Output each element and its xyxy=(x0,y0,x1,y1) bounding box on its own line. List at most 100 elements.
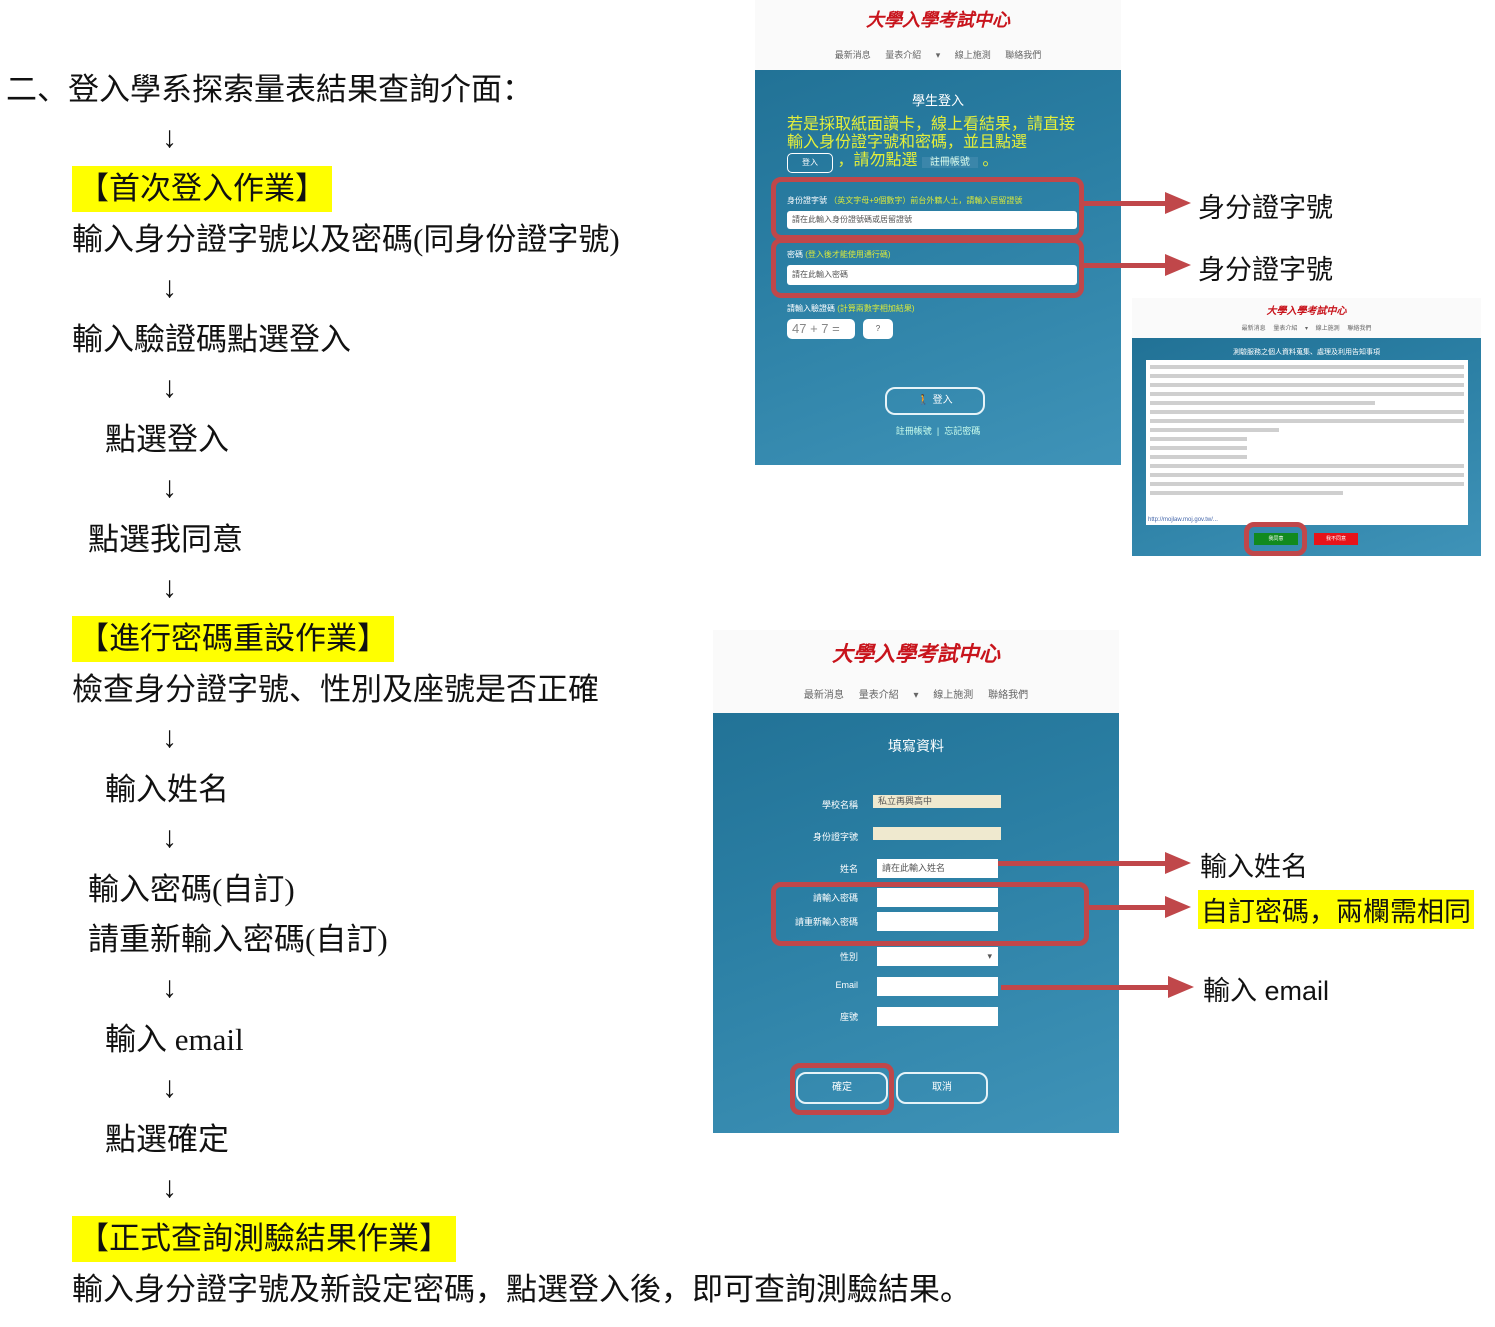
arrow-down-icon: ↓ xyxy=(162,971,177,1004)
step-text: 請重新輸入密碼(自訂) xyxy=(88,922,388,957)
register-link[interactable]: 註冊帳號 xyxy=(895,426,932,436)
annotation-custom-password: 自訂密碼，兩欄需相同 xyxy=(1198,890,1474,929)
cancel-button[interactable]: 取消 xyxy=(896,1072,988,1104)
nav-contact[interactable]: 聯絡我們 xyxy=(1005,50,1042,60)
highlight-password-fields xyxy=(771,882,1089,946)
arrow-line xyxy=(998,861,1168,866)
gender-label: 性別 xyxy=(839,952,858,962)
seat-number-label: 座號 xyxy=(839,1012,858,1022)
password-label: 密碼 (登入後才能使用通行碼) xyxy=(787,250,891,259)
login-notice: 若是採取紙面讀卡，線上看結果，請直接輸入身份證字號和密碼，並且點選 登入 ，請勿… xyxy=(787,116,1077,173)
step-text: 輸入身分證字號以及密碼(同身份證字號) xyxy=(72,222,620,257)
consent-heading: 測驗服務之個人資料蒐集、處理及利用告知事項 xyxy=(1233,349,1380,356)
name-input[interactable]: 請在此輸入姓名 xyxy=(877,859,998,878)
form-screenshot: 大學入學考試中心 最新消息 量表介紹 ▾ 線上施測 聯絡我們 填寫資料 學校名稱… xyxy=(713,630,1119,1133)
arrow-down-icon: ↓ xyxy=(162,371,177,404)
step-text: 檢查身分證字號、性別及座號是否正確 xyxy=(72,672,599,707)
nav-news[interactable]: 最新消息 xyxy=(834,50,871,60)
password-input[interactable] xyxy=(877,888,998,907)
nav-intro[interactable]: 量表介紹 ▾ xyxy=(858,690,919,701)
login-heading: 學生登入 xyxy=(911,93,964,108)
nav-news[interactable]: 最新消息 xyxy=(803,690,844,701)
section-first-login: 【首次登入作業】 xyxy=(72,166,332,212)
nav-contact[interactable]: 聯絡我們 xyxy=(988,690,1029,701)
confirm-button[interactable]: 確定 xyxy=(796,1072,888,1104)
final-instruction: 輸入身分證字號及新設定密碼，點選登入後，即可查詢測驗結果。 xyxy=(72,1272,971,1307)
arrow-down-icon: ↓ xyxy=(162,471,177,504)
highlight-password-box xyxy=(771,238,1084,298)
nav-test[interactable]: 線上施測 xyxy=(954,50,991,60)
confirm-password-label: 請重新輸入密碼 xyxy=(794,917,858,927)
step-text: 輸入姓名 xyxy=(105,772,229,807)
annotation-name: 輸入姓名 xyxy=(1200,852,1308,882)
highlight-confirm-button xyxy=(790,1063,894,1115)
login-button[interactable]: 🚶 登入 xyxy=(885,387,985,415)
arrow-right-icon xyxy=(1165,896,1191,918)
arrow-down-icon: ↓ xyxy=(162,121,177,154)
nav-intro[interactable]: 量表介紹 ▾ xyxy=(1273,326,1308,332)
arrow-down-icon: ↓ xyxy=(162,821,177,854)
consent-screenshot: 大學入學考試中心 最新消息 量表介紹 ▾ 線上施測 聯絡我們 測驗服務之個人資料… xyxy=(1132,298,1481,556)
id-number-label: 身份證字號 xyxy=(812,832,858,842)
email-label: Email xyxy=(835,980,858,990)
nav-intro[interactable]: 量表介紹 ▾ xyxy=(885,50,941,60)
nav-news[interactable]: 最新消息 xyxy=(1241,326,1266,332)
section-query-result: 【正式查詢測驗結果作業】 xyxy=(72,1216,456,1262)
arrow-down-icon: ↓ xyxy=(162,271,177,304)
login-screenshot: 大學入學考試中心 最新消息 量表介紹 ▾ 線上施測 聯絡我們 學生登入 若是採取… xyxy=(755,0,1121,465)
section-password-reset: 【進行密碼重設作業】 xyxy=(72,616,394,662)
step-text: 點選我同意 xyxy=(88,522,243,557)
gender-select[interactable]: ▾ xyxy=(877,947,998,966)
arrow-down-icon: ↓ xyxy=(162,1171,177,1204)
arrow-down-icon: ↓ xyxy=(162,571,177,604)
step-text: 點選確定 xyxy=(105,1122,229,1157)
annotation-password: 身分證字號 xyxy=(1198,255,1333,285)
site-logo: 大學入學考試中心 xyxy=(1266,306,1347,317)
arrow-line xyxy=(1083,201,1168,206)
captcha-input[interactable]: ? xyxy=(863,319,893,339)
annotation-id: 身分證字號 xyxy=(1198,193,1333,223)
nav-test[interactable]: 線上施測 xyxy=(933,690,974,701)
arrow-right-icon xyxy=(1165,254,1191,276)
arrow-line xyxy=(1083,263,1168,268)
annotation-email: 輸入 email xyxy=(1203,976,1330,1006)
captcha-label: 請輸入驗證碼 (計算兩數字相加結果) xyxy=(787,304,915,313)
arrow-right-icon xyxy=(1165,192,1191,214)
agree-button[interactable]: 我同意 xyxy=(1254,533,1298,545)
site-logo: 大學入學考試中心 xyxy=(832,641,1000,666)
email-input[interactable] xyxy=(877,977,998,996)
seat-number-input[interactable] xyxy=(877,1007,998,1026)
id-label: 身份證字號 （英文字母+9個數字）前台外籍人士，請輸入居留證號 xyxy=(787,196,1023,205)
step-text: 輸入 email xyxy=(105,1022,244,1057)
id-number-input[interactable] xyxy=(873,827,1001,840)
school-name-input[interactable]: 私立再興高中 xyxy=(873,795,1001,808)
step-text: 點選登入 xyxy=(105,422,229,457)
password-label: 請輸入密碼 xyxy=(812,893,858,903)
step-text: 輸入驗證碼點選登入 xyxy=(72,322,351,357)
arrow-right-icon xyxy=(1168,976,1194,998)
arrow-line xyxy=(1001,985,1171,990)
name-label: 姓名 xyxy=(839,864,858,874)
consent-link[interactable]: http://mojlaw.moj.gov.tw/... xyxy=(1148,517,1218,523)
arrow-down-icon: ↓ xyxy=(162,721,177,754)
nav-contact[interactable]: 聯絡我們 xyxy=(1347,326,1372,332)
step-text: 輸入密碼(自訂) xyxy=(88,872,295,907)
notice-login-button: 登入 xyxy=(787,153,833,173)
arrow-line xyxy=(1089,905,1168,910)
school-name-label: 學校名稱 xyxy=(821,800,858,810)
site-header: 大學入學考試中心 最新消息 量表介紹 ▾ 線上施測 聯絡我們 xyxy=(755,0,1121,70)
id-input[interactable]: 請在此輸入身份證號碼或居留證號 xyxy=(787,211,1077,229)
site-logo: 大學入學考試中心 xyxy=(866,10,1010,31)
consent-textarea[interactable]: http://mojlaw.moj.gov.tw/... xyxy=(1146,360,1468,525)
arrow-down-icon: ↓ xyxy=(162,1071,177,1104)
forgot-password-link[interactable]: 忘記密碼 xyxy=(944,426,981,436)
disagree-button[interactable]: 我不同意 xyxy=(1314,533,1358,545)
confirm-password-input[interactable] xyxy=(877,912,998,931)
arrow-right-icon xyxy=(1165,852,1191,874)
form-heading: 填寫資料 xyxy=(888,738,944,754)
separator: | xyxy=(936,426,940,436)
nav-test[interactable]: 線上施測 xyxy=(1315,326,1340,332)
password-input[interactable]: 請在此輸入密碼 xyxy=(787,265,1077,285)
highlight-id-box xyxy=(771,177,1084,240)
person-icon: 🚶 xyxy=(917,395,930,406)
